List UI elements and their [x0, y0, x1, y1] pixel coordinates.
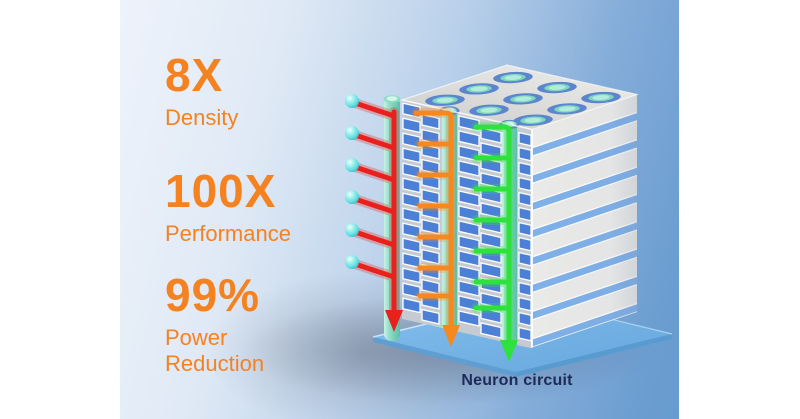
stat-density-label: Density [165, 105, 239, 130]
memory-cell [518, 206, 532, 222]
via-ring-inner [514, 96, 532, 102]
chip-stack-right-face [532, 94, 637, 348]
memory-cell [421, 248, 440, 265]
memory-cell [458, 265, 480, 282]
memory-cell [421, 158, 440, 175]
via-ring-inner [436, 97, 454, 103]
memory-cell [402, 147, 421, 164]
memory-cell [518, 221, 532, 237]
memory-cell [518, 191, 532, 207]
input-node-sphere [345, 223, 359, 237]
memory-cell [402, 192, 421, 209]
memory-cell [402, 207, 421, 224]
memory-cell [518, 311, 532, 327]
memory-cell [480, 172, 502, 189]
left-top-edge-highlight [401, 99, 533, 131]
orange-arrowhead [442, 325, 460, 347]
diagram-caption: Neuron circuit [461, 372, 573, 389]
memory-cell [421, 218, 440, 235]
input-node-sphere [345, 190, 359, 204]
content-area: 8X Density 100X Performance 99% Power Re… [120, 0, 679, 419]
memory-cell [458, 280, 480, 297]
green-arrowhead [500, 340, 518, 362]
memory-cell [402, 117, 421, 134]
memory-cell [421, 113, 440, 130]
chip-stack-top-face [402, 65, 637, 130]
memory-cell [518, 146, 532, 162]
memory-cell [480, 322, 502, 339]
stat-density-value: 8X [165, 49, 224, 101]
memory-cell [458, 235, 480, 252]
memory-cell [458, 250, 480, 267]
platform-edge-left [373, 337, 516, 377]
memory-cell [518, 326, 532, 342]
memory-cell [402, 282, 421, 299]
memory-cell [480, 262, 502, 279]
memory-cell [480, 127, 502, 144]
red-arrowhead [385, 310, 403, 332]
via-ring-inner [558, 106, 576, 112]
via-ring-inner [480, 107, 498, 113]
orange-signal-wire [411, 108, 460, 347]
stat-power-reduction: 99% Power Reduction [165, 272, 297, 377]
memory-cell [402, 297, 421, 314]
memory-cell [458, 130, 480, 147]
memory-cell [518, 131, 532, 147]
memory-cell [480, 202, 502, 219]
memory-cell [458, 190, 480, 207]
input-node-sphere [345, 158, 359, 172]
stat-performance: 100X Performance [165, 168, 291, 247]
green-signal-wire [471, 122, 518, 362]
stat-power-reduction-value: 99% [165, 269, 261, 321]
memory-cell [402, 252, 421, 269]
memory-cell [402, 162, 421, 179]
input-spheres [345, 94, 359, 269]
chip-stack-left-face [402, 100, 532, 349]
memory-cell [421, 308, 440, 325]
stat-performance-label: Performance [165, 221, 291, 246]
memory-cell [518, 236, 532, 252]
memory-cell [518, 251, 532, 267]
memory-cell [458, 175, 480, 192]
memory-cell [518, 266, 532, 282]
neuron-stack-illustration [240, 64, 673, 405]
platform-edge-right [516, 334, 672, 377]
memory-cell [421, 188, 440, 205]
memory-cell [518, 296, 532, 312]
via-ring-inner [548, 85, 566, 90]
memory-cell [402, 177, 421, 194]
via-ring-inner [524, 117, 542, 123]
input-node-sphere [345, 255, 359, 269]
memory-cell [518, 161, 532, 177]
memory-cell [402, 237, 421, 254]
memory-cell [458, 205, 480, 222]
via-ring-inner [504, 75, 522, 80]
via-ring-inner [592, 95, 610, 100]
memory-cell [458, 220, 480, 237]
memory-cell [421, 278, 440, 295]
memory-cell [458, 310, 480, 327]
via-ring-inner [470, 86, 488, 92]
stat-power-reduction-label: Power Reduction [165, 325, 265, 376]
input-node-sphere [345, 94, 359, 108]
stat-density: 8X Density [165, 52, 238, 131]
input-node-sphere [345, 126, 359, 140]
memory-cell [480, 232, 502, 249]
red-signal-wire [345, 94, 403, 332]
memory-cell [518, 281, 532, 297]
stat-performance-value: 100X [165, 165, 277, 217]
memory-cell [458, 160, 480, 177]
memory-cell [402, 267, 421, 284]
memory-cell [518, 176, 532, 192]
memory-cell [402, 222, 421, 239]
